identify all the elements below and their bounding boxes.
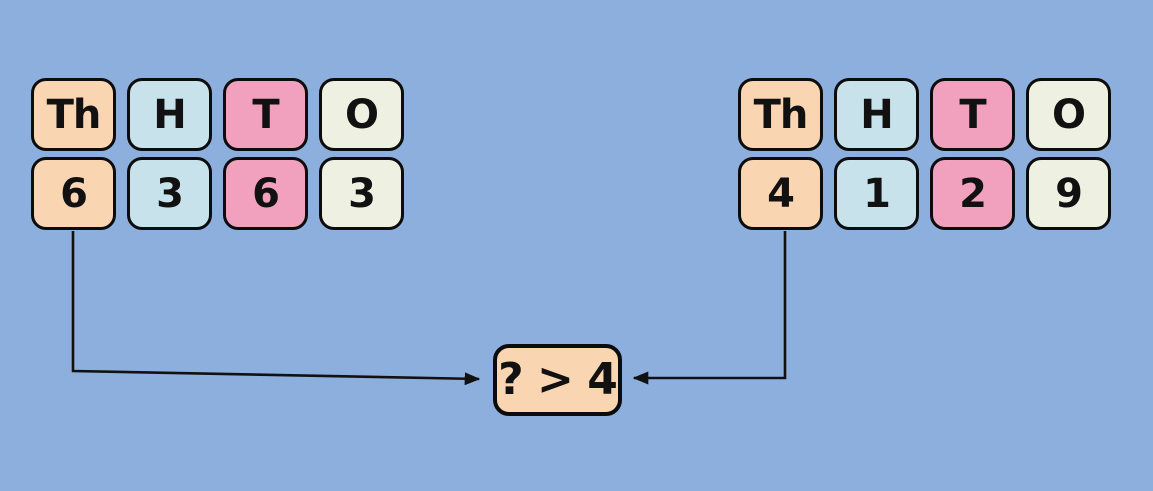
right-thousands-arrow bbox=[632, 231, 787, 385]
left-header-hundreds: H bbox=[127, 78, 212, 151]
right-digit-thousands: 4 bbox=[738, 157, 823, 230]
left-header-thousands: Th bbox=[31, 78, 116, 151]
right-header-ones: O bbox=[1026, 78, 1111, 151]
right-header-thousands: Th bbox=[738, 78, 823, 151]
right-header-tens: T bbox=[930, 78, 1015, 151]
left-header-tens: T bbox=[223, 78, 308, 151]
left-thousands-arrow bbox=[71, 231, 481, 386]
right-digit-tens: 2 bbox=[930, 157, 1015, 230]
left-digit-ones: 3 bbox=[319, 157, 404, 230]
left-digit-hundreds: 3 bbox=[127, 157, 212, 230]
right-place-value-chart: Th H T O 4 1 2 9 bbox=[738, 78, 1111, 230]
left-header-ones: O bbox=[319, 78, 404, 151]
right-digit-hundreds: 1 bbox=[834, 157, 919, 230]
left-digit-thousands: 6 bbox=[31, 157, 116, 230]
left-digit-tens: 6 bbox=[223, 157, 308, 230]
right-digit-ones: 9 bbox=[1026, 157, 1111, 230]
left-place-value-chart: Th H T O 6 3 6 3 bbox=[31, 78, 404, 230]
right-header-hundreds: H bbox=[834, 78, 919, 151]
comparison-box: ? > 4 bbox=[493, 344, 622, 416]
